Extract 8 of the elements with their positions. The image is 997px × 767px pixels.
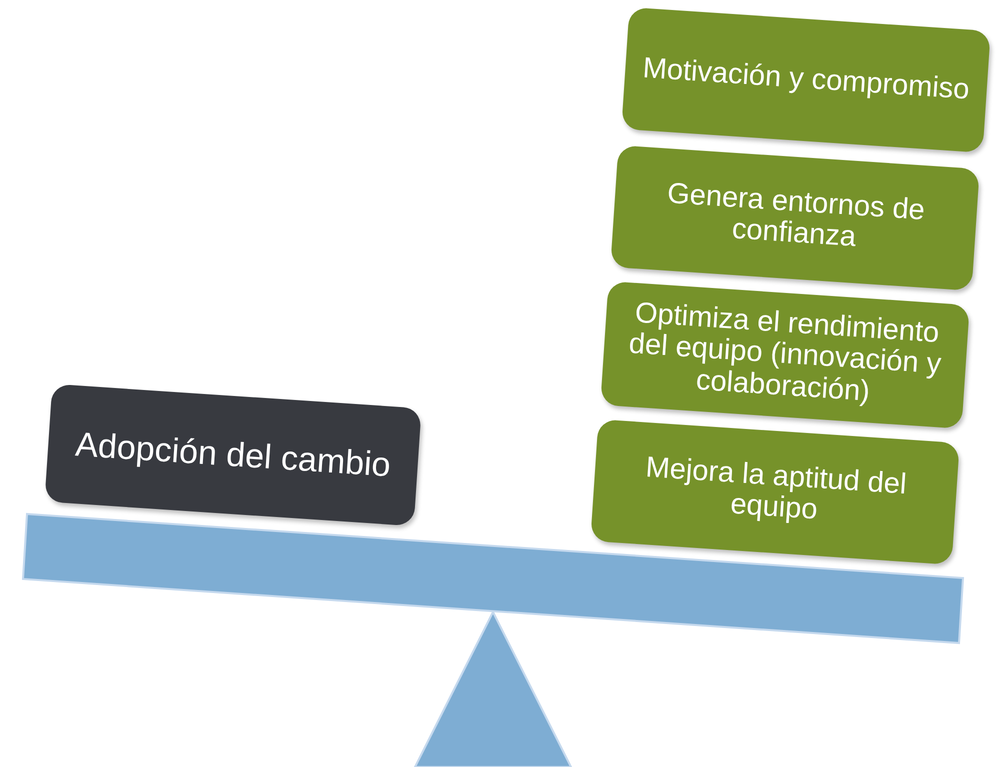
text-box	[590, 419, 960, 565]
text-box	[600, 281, 970, 429]
text-box	[610, 145, 980, 291]
box-label: Adopción del cambio	[74, 426, 392, 484]
box-label: Motivación y compromiso	[642, 54, 970, 106]
box-label: Genera entornos de confianza	[665, 176, 927, 256]
box-label: Mejora la aptitud del equipo	[644, 450, 908, 528]
box-label: Optimiza el rendimiento del equipo (innovación y colaboración)	[626, 297, 944, 410]
